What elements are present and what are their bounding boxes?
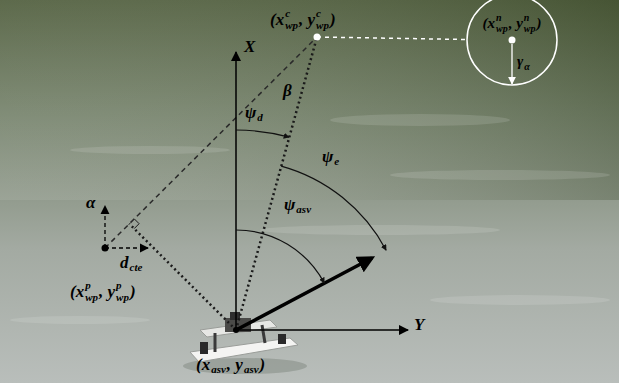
math-symbol: γ bbox=[517, 54, 523, 69]
math-subscript: cte bbox=[130, 262, 143, 273]
math-symbol: α bbox=[86, 194, 95, 211]
math-subscript: wp bbox=[285, 20, 298, 32]
radius-arrow bbox=[511, 44, 512, 84]
math-subscript: d bbox=[257, 112, 263, 123]
math-subscript: asv bbox=[296, 204, 311, 215]
math-symbol: Y bbox=[414, 316, 424, 333]
math-subscript: wp bbox=[116, 292, 129, 304]
path-line bbox=[105, 37, 317, 248]
axis-label: Y bbox=[414, 316, 424, 333]
math-symbol: , y bbox=[227, 356, 243, 373]
y-axis bbox=[236, 329, 408, 331]
east-arrow bbox=[105, 247, 148, 248]
math-symbol: ) bbox=[130, 283, 136, 300]
los-line bbox=[236, 37, 317, 330]
script-stack: pwp bbox=[85, 280, 98, 303]
right-angle-mark bbox=[134, 219, 139, 229]
waypoint-coordinate: (xnwp, ynwp) bbox=[482, 13, 541, 34]
distance-label: dcte bbox=[120, 254, 143, 271]
math-symbol: (x bbox=[270, 11, 284, 28]
math-symbol: ) bbox=[330, 11, 336, 28]
math-superscript: p bbox=[116, 280, 122, 292]
axis-label: X bbox=[244, 38, 255, 55]
math-superscript: n bbox=[524, 13, 530, 24]
script-stack: nwp bbox=[524, 13, 536, 34]
angle-label: ψe bbox=[322, 148, 340, 165]
script-stack: cwp bbox=[316, 8, 329, 31]
math-superscript: c bbox=[285, 8, 290, 20]
circle-outline bbox=[466, 0, 558, 86]
math-subscript: α bbox=[524, 62, 530, 72]
math-superscript: p bbox=[85, 280, 91, 292]
math-subscript: e bbox=[334, 156, 339, 167]
math-symbol: (x bbox=[196, 356, 210, 373]
previous-waypoint-dot bbox=[102, 245, 109, 252]
math-superscript: n bbox=[496, 13, 502, 24]
math-symbol: , y bbox=[299, 11, 315, 28]
math-subscript: wp bbox=[316, 20, 329, 32]
math-symbol: ) bbox=[260, 356, 266, 373]
waypoint-coordinate: (xcwp, ycwp) bbox=[270, 8, 336, 31]
math-symbol: X bbox=[244, 38, 255, 55]
angle-label: α bbox=[86, 194, 95, 211]
asv-coordinate: (xasv, yasv) bbox=[196, 356, 265, 373]
math-subscript: asv bbox=[244, 364, 259, 375]
script-stack: nwp bbox=[496, 13, 508, 34]
waypoint-coordinate: (xpwp, ypwp) bbox=[70, 280, 136, 303]
north-arrow bbox=[104, 206, 105, 248]
heading-arrow bbox=[236, 258, 372, 330]
psi-e-arc bbox=[281, 166, 386, 250]
math-symbol: , y bbox=[509, 16, 523, 31]
acceptance-circle bbox=[467, 0, 557, 85]
math-symbol: ) bbox=[537, 16, 542, 31]
math-subscript: wp bbox=[496, 24, 508, 35]
asv-boat bbox=[183, 312, 307, 374]
x-axis bbox=[235, 52, 237, 330]
math-subscript: asv bbox=[211, 364, 226, 375]
angle-label: ψd bbox=[245, 104, 264, 121]
angle-label: β bbox=[283, 82, 292, 99]
cross-track-line bbox=[129, 224, 236, 330]
waypoint-acceptance-circle: (xnwp, ynwp)γα bbox=[466, 0, 558, 86]
angle-label: ψasv bbox=[284, 196, 312, 213]
next-path-line bbox=[317, 37, 466, 40]
math-superscript: c bbox=[316, 8, 321, 20]
script-stack: pwp bbox=[116, 280, 129, 303]
script-stack: cwp bbox=[285, 8, 298, 31]
asv-origin-dot bbox=[233, 327, 239, 333]
math-symbol: β bbox=[283, 82, 292, 99]
psi-asv-arc bbox=[236, 230, 324, 283]
math-subscript: wp bbox=[85, 292, 98, 304]
math-subscript: wp bbox=[524, 24, 536, 35]
radius-label: γα bbox=[517, 54, 531, 69]
water-shade bbox=[0, 0, 619, 200]
math-symbol: ψ bbox=[284, 196, 295, 213]
math-symbol: (x bbox=[70, 283, 84, 300]
math-symbol: (x bbox=[482, 16, 495, 31]
math-symbol: , y bbox=[99, 283, 115, 300]
math-symbol: ψ bbox=[245, 104, 256, 121]
math-symbol: ψ bbox=[322, 148, 333, 165]
next-waypoint-dot bbox=[509, 37, 516, 44]
current-waypoint-dot bbox=[314, 34, 321, 41]
psi-d-arc bbox=[236, 130, 289, 137]
math-symbol: d bbox=[120, 254, 129, 271]
